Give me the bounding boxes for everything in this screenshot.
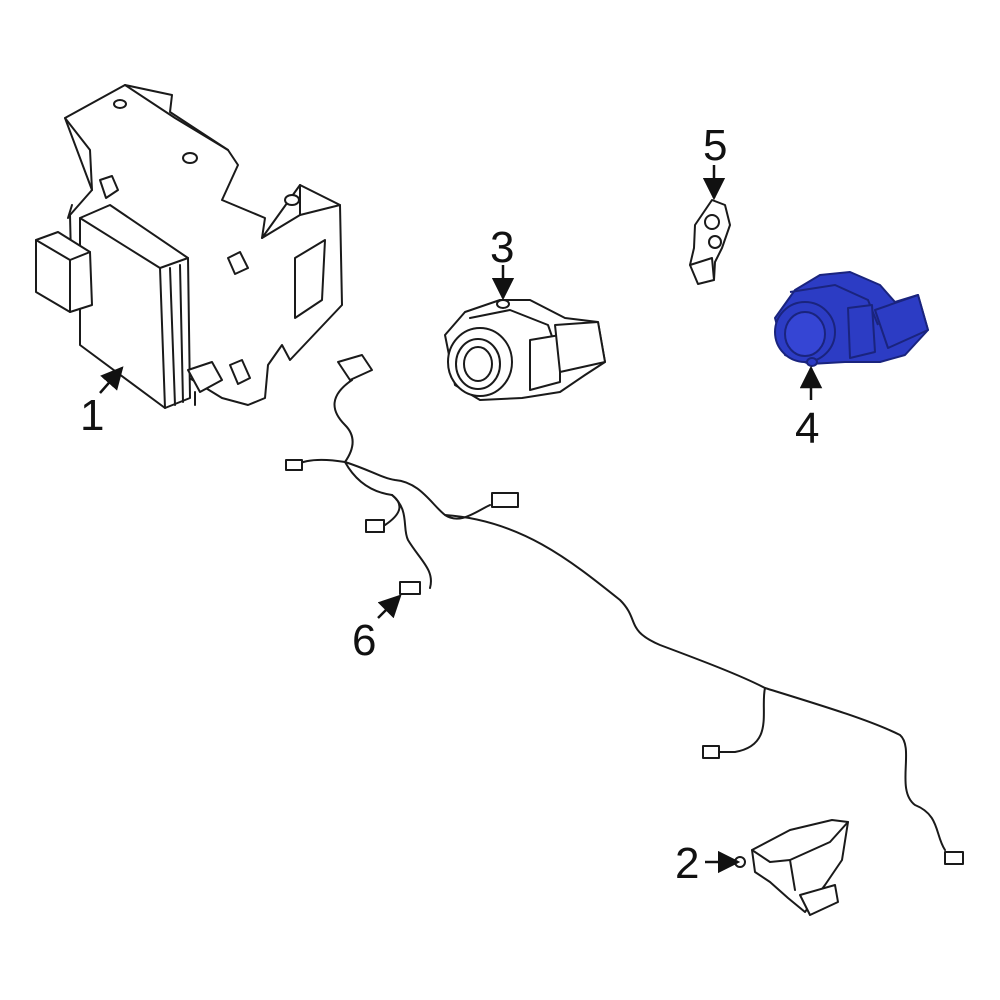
callout-2: 2 <box>675 839 699 888</box>
callout-4: 4 <box>795 404 819 453</box>
callout-3: 3 <box>490 223 514 272</box>
part-3-park-sensor[interactable] <box>444 299 606 401</box>
callout-arrows <box>99 165 823 874</box>
part-4-park-sensor-highlighted[interactable] <box>774 271 929 367</box>
arrow-6 <box>377 594 402 619</box>
part-1-control-module[interactable] <box>35 84 343 409</box>
part-6-wiring-harness[interactable] <box>285 354 964 865</box>
arrow-1 <box>99 366 124 394</box>
callout-5: 5 <box>703 121 727 170</box>
part-2-retainer[interactable] <box>734 819 849 916</box>
callout-1: 1 <box>80 391 104 440</box>
part-5-bracket[interactable] <box>689 199 731 285</box>
callout-6: 6 <box>352 616 376 665</box>
